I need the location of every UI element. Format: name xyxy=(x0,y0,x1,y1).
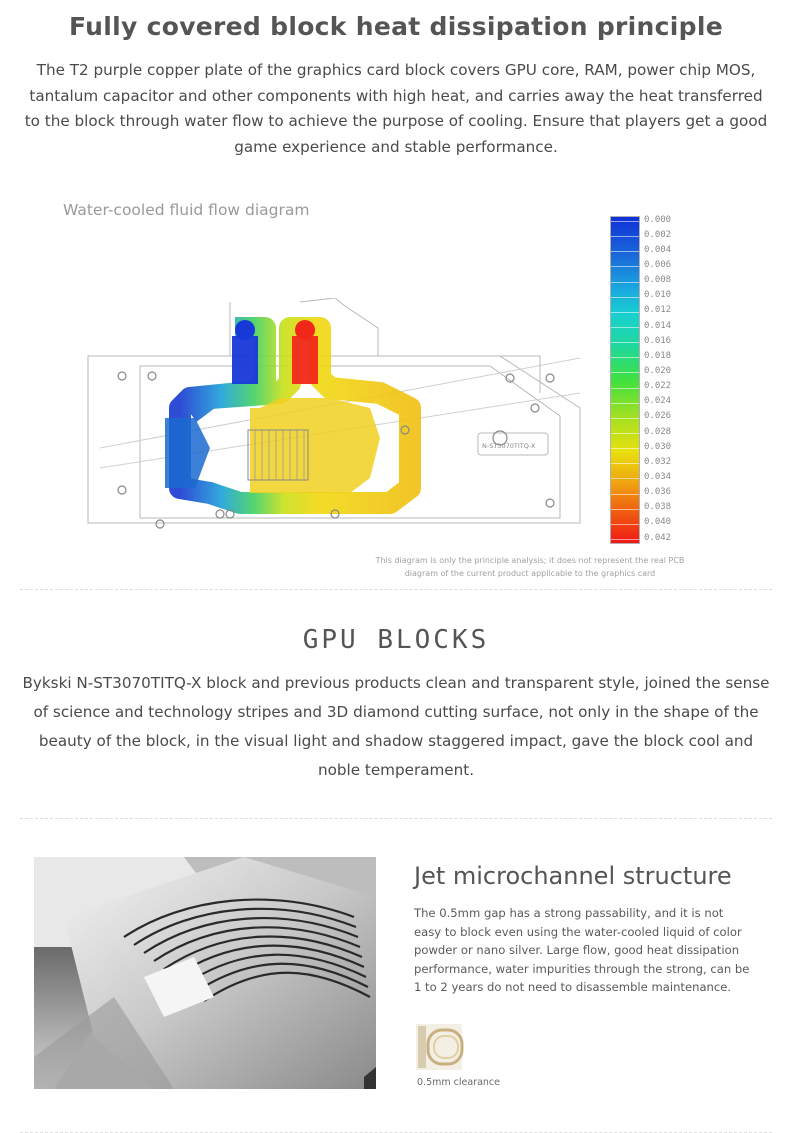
diagram-disclaimer: This diagram is only the principle analy… xyxy=(330,555,730,580)
legend-tick-label: 0.018 xyxy=(644,350,672,361)
legend-tick-label: 0.032 xyxy=(644,456,672,467)
legend-tick-label: 0.040 xyxy=(644,517,672,528)
legend-tick-line xyxy=(611,463,639,465)
legend-tick-label: 0.042 xyxy=(644,532,672,543)
legend-tick-label: 0.004 xyxy=(644,244,672,255)
legend-tick-line xyxy=(611,372,639,374)
legend-tick-label: 0.000 xyxy=(644,214,672,225)
legend-tick-label: 0.034 xyxy=(644,471,672,482)
legend-tick-line xyxy=(611,236,639,238)
legend-tick-line xyxy=(611,296,639,298)
clearance-label: 0.5mm clearance xyxy=(417,1077,500,1088)
legend-tick-line xyxy=(611,508,639,510)
legend-tick-label: 0.022 xyxy=(644,381,672,392)
legend-tick-label: 0.038 xyxy=(644,502,672,513)
legend-tick-line xyxy=(611,327,639,328)
legend-tick-line xyxy=(611,493,639,495)
section-title-jet-microchannel: Jet microchannel structure xyxy=(414,862,732,890)
legend-tick-label: 0.030 xyxy=(644,441,672,452)
diagram-brand-text: N-ST3070TITQ-X xyxy=(482,442,536,450)
disclaimer-line-1: This diagram is only the principle analy… xyxy=(375,556,685,565)
jet-microchannel-image xyxy=(34,857,376,1089)
legend-tick-label: 0.002 xyxy=(644,229,672,240)
legend-tick-line xyxy=(611,448,639,450)
legend-tick-line xyxy=(611,266,639,268)
section-divider xyxy=(20,818,772,819)
legend-tick-line xyxy=(611,433,639,434)
fluid-flow-diagram: N-ST3070TITQ-X xyxy=(87,298,581,529)
legend-tick-label: 0.024 xyxy=(644,396,672,407)
section-body-heat-dissipation: The T2 purple copper plate of the graphi… xyxy=(24,61,768,156)
legend-tick-label: 0.028 xyxy=(644,426,672,437)
diagram-label: Water-cooled fluid flow diagram xyxy=(63,201,310,219)
legend-tick-line xyxy=(611,357,639,359)
legend-tick-label: 0.020 xyxy=(644,365,672,376)
legend-color-bar xyxy=(610,216,640,544)
legend-tick-label: 0.026 xyxy=(644,411,672,422)
legend-tick-line xyxy=(611,539,639,540)
section-body-jet-microchannel: The 0.5mm gap has a strong passability, … xyxy=(414,906,750,995)
legend-tick-label: 0.008 xyxy=(644,275,672,286)
disclaimer-line-2: diagram of the current product applicabl… xyxy=(404,568,656,578)
legend-tick-label: 0.016 xyxy=(644,335,672,346)
section-body-gpu-blocks: Bykski N-ST3070TITQ-X block and previous… xyxy=(22,674,770,779)
section-divider xyxy=(20,589,772,590)
legend-tick-line xyxy=(611,342,639,344)
legend-tick-label: 0.010 xyxy=(644,290,672,301)
legend-tick-label: 0.012 xyxy=(644,305,672,316)
legend-tick-line xyxy=(611,417,639,419)
legend-tick-label: 0.014 xyxy=(644,320,672,331)
legend-tick-line xyxy=(611,523,639,525)
legend-tick-line xyxy=(611,387,639,389)
legend-tick-label: 0.036 xyxy=(644,487,672,498)
legend-tick-line xyxy=(611,311,639,313)
legend-tick-line xyxy=(611,402,639,404)
section-title-heat-dissipation: Fully covered block heat dissipation pri… xyxy=(69,12,723,41)
legend-tick-line xyxy=(611,251,639,253)
legend-tick-line xyxy=(611,281,639,283)
clearance-icon xyxy=(416,1024,464,1070)
legend-tick-label: 0.006 xyxy=(644,259,672,270)
legend-tick-line xyxy=(611,221,639,222)
legend-tick-line xyxy=(611,478,639,480)
section-title-gpu-blocks: GPU BLOCKS xyxy=(302,625,490,655)
